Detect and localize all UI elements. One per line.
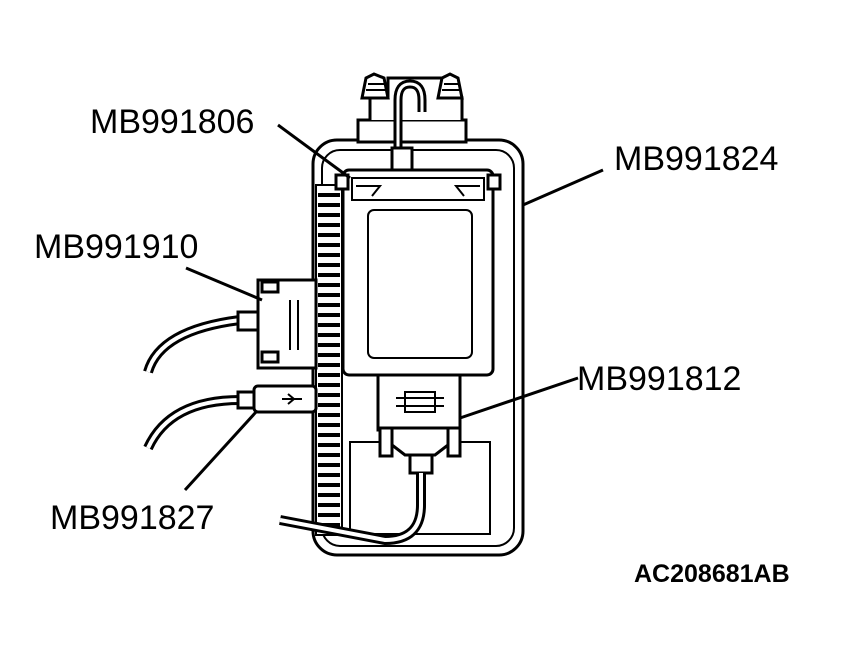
top-connector — [356, 72, 468, 172]
label-mb991824: MB991824 — [614, 140, 778, 178]
leader-lines — [183, 123, 604, 492]
label-mb991910: MB991910 — [34, 228, 198, 266]
label-mb991827: MB991827 — [50, 499, 214, 537]
adapter-mb991812 — [376, 373, 462, 475]
figure-code: AC208681AB — [634, 560, 790, 588]
pc-card-mb991806 — [334, 168, 502, 377]
connector-mb991827 — [143, 384, 318, 451]
label-mb991806: MB991806 — [90, 103, 254, 141]
side-grip — [315, 184, 343, 536]
connector-mb991910 — [143, 278, 318, 374]
label-mb991812: MB991812 — [577, 360, 741, 398]
